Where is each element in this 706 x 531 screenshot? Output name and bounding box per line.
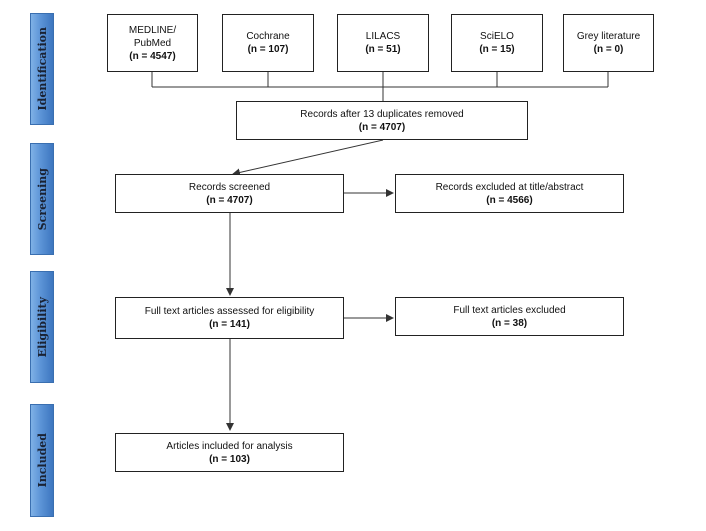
source-label: Grey literature [576,31,641,42]
full-text-excluded-count: (n = 38) [491,317,528,329]
excluded-title-text: Records excluded at title/abstract [435,181,584,193]
full-text-assessed-box: Full text articles assessed for eligibil… [115,297,344,339]
source-box-grey-literature: Grey literature (n = 0) [563,14,654,72]
phase-label: Eligibility [35,296,49,358]
source-label: MEDLINE/ [128,24,177,36]
included-box: Articles included for analysis (n = 103) [115,433,344,472]
full-text-count: (n = 141) [209,319,250,330]
phase-included: Included [30,404,54,517]
source-count: (n = 51) [365,44,401,55]
screened-count: (n = 4707) [206,194,253,206]
source-label: SciELO [480,31,514,42]
phase-screening: Screening [30,143,54,255]
source-count: (n = 107) [247,44,289,55]
source-label: Cochrane [246,31,290,42]
source-count: (n = 15) [479,44,515,55]
source-box-cochrane: Cochrane (n = 107) [222,14,314,72]
full-text-excluded-text: Full text articles excluded [453,304,566,316]
phase-identification: Identification [30,13,54,125]
full-text-excluded-box: Full text articles excluded (n = 38) [395,297,624,336]
duplicates-text: Records after 13 duplicates removed [300,108,464,120]
duplicates-count: (n = 4707) [358,121,406,133]
phase-label: Identification [35,27,49,111]
source-count: (n = 4547) [129,50,176,62]
records-excluded-box: Records excluded at title/abstract (n = … [395,174,624,213]
source-box-scielo: SciELO (n = 15) [451,14,543,72]
source-count: (n = 0) [593,44,624,55]
phase-eligibility: Eligibility [30,271,54,383]
source-box-medline: MEDLINE/ PubMed (n = 4547) [107,14,198,72]
phase-label: Included [35,433,49,488]
included-text: Articles included for analysis [166,440,293,452]
included-count: (n = 103) [209,453,250,465]
phase-label: Screening [35,167,49,231]
excluded-title-count: (n = 4566) [486,194,533,206]
full-text-text: Full text articles assessed for eligibil… [144,306,315,317]
source-box-lilacs: LILACS (n = 51) [337,14,429,72]
arrow-duplicates-to-screened [232,139,384,177]
source-label: LILACS [365,31,401,42]
screened-text: Records screened [188,181,271,193]
records-screened-box: Records screened (n = 4707) [115,174,344,213]
duplicates-removed-box: Records after 13 duplicates removed (n =… [236,101,528,140]
source-label: PubMed [133,37,172,49]
